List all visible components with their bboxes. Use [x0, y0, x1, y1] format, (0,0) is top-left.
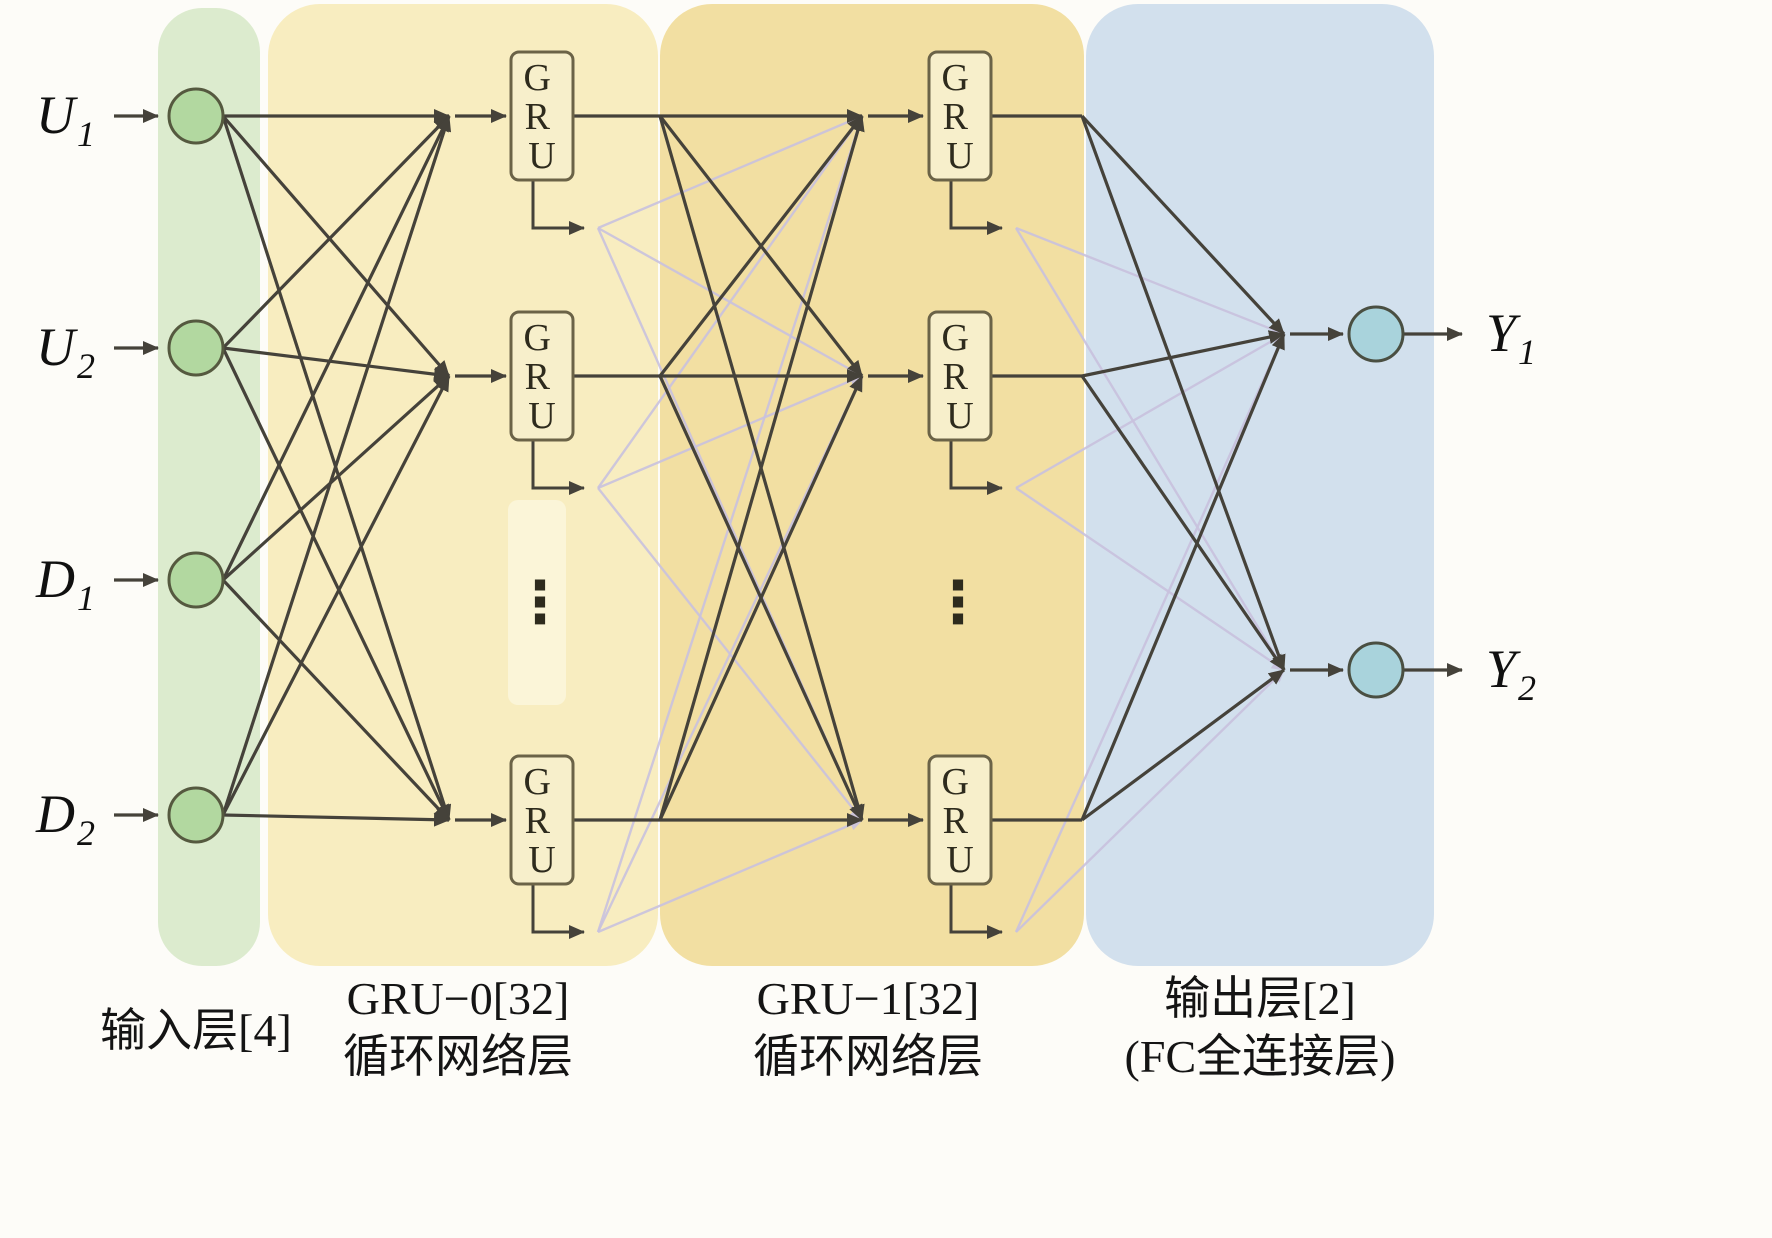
gru1-boxes: G R U G R U G R U ⋮	[927, 50, 993, 886]
gru-recurrent-hooks	[531, 180, 1003, 939]
gru1-box-3-label: G R U	[942, 761, 979, 881]
input-label-u1: U1	[36, 85, 95, 154]
output-node-y2	[1347, 641, 1405, 699]
output-node-y1	[1347, 305, 1405, 363]
gru1-box-2	[927, 310, 993, 442]
input-node-u2	[167, 319, 225, 377]
gru1-box-1-label: G R U	[942, 57, 979, 177]
gru1-box-1	[927, 50, 993, 182]
gru0-boxes: G R U G R U G R U ⋮	[509, 50, 575, 886]
gru0-box-1	[509, 50, 575, 182]
gru1-box-2-label: G R U	[942, 317, 979, 437]
input-label-d1: D1	[35, 549, 95, 618]
input-node-u1	[167, 87, 225, 145]
gru1-ellipsis: ⋮	[929, 568, 987, 636]
input-layer-band	[158, 8, 260, 966]
gru0-box-2	[509, 310, 575, 442]
caption-gru1-subtitle: 循环网络层	[753, 1031, 983, 1082]
caption-input-layer: 输入层[4]	[100, 1005, 292, 1056]
input-node-d1	[167, 551, 225, 609]
output-label-y1: Y1	[1486, 303, 1536, 372]
gru0-box-3	[509, 754, 575, 886]
gru0-to-gru1-connections	[573, 109, 924, 827]
input-arrows	[114, 109, 159, 822]
gru0-ellipsis-strip	[508, 500, 566, 705]
gru0-box-3-label: G R U	[524, 761, 561, 881]
caption-output-title: 输出层[2]	[1164, 973, 1356, 1024]
caption-gru1-title: GRU−1[32]	[757, 973, 980, 1024]
caption-gru0-subtitle: 循环网络层	[343, 1031, 573, 1082]
caption-output-subtitle: (FC全连接层)	[1125, 1031, 1396, 1082]
gru1-layer-band	[660, 4, 1084, 966]
input-to-gru0-connections	[221, 109, 507, 827]
input-node-d2	[167, 786, 225, 844]
caption-gru0-title: GRU−0[32]	[347, 973, 570, 1024]
gru0-layer-band	[268, 4, 658, 966]
gru1-box-3	[927, 754, 993, 886]
output-arrows	[1404, 327, 1463, 677]
input-label-u2: U2	[36, 317, 95, 386]
recurrent-state-lines	[596, 114, 1286, 934]
output-layer-band	[1086, 4, 1434, 966]
gru0-box-1-label: G R U	[524, 57, 561, 177]
input-label-d2: D2	[35, 784, 95, 853]
gru0-box-2-label: G R U	[524, 317, 561, 437]
gru0-ellipsis: ⋮	[511, 568, 569, 636]
gru1-to-output-connections	[991, 114, 1344, 822]
output-label-y2: Y2	[1486, 639, 1536, 708]
